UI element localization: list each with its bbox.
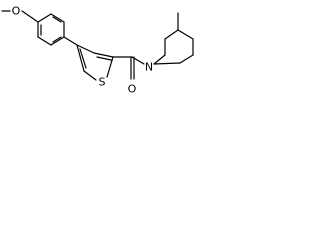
phenyl-thiophene-bond [63,36,78,46]
phenyl-ring [37,13,65,46]
methoxy-oxygen-label: O [12,5,21,18]
piperidine-ring [153,29,194,65]
carbonyl-amide-bond [131,56,145,65]
methoxy-o-aryl-bond [21,10,39,23]
carbonyl-oxygen-label: O [128,83,137,96]
piperidine-nitrogen-label: N [145,61,153,74]
carbonyl-double-bond [130,56,135,80]
thiophene-ring [76,44,114,81]
chemical-structure-diagram: O S O N [1,5,194,96]
thiophene-sulfur-label: S [99,76,106,89]
